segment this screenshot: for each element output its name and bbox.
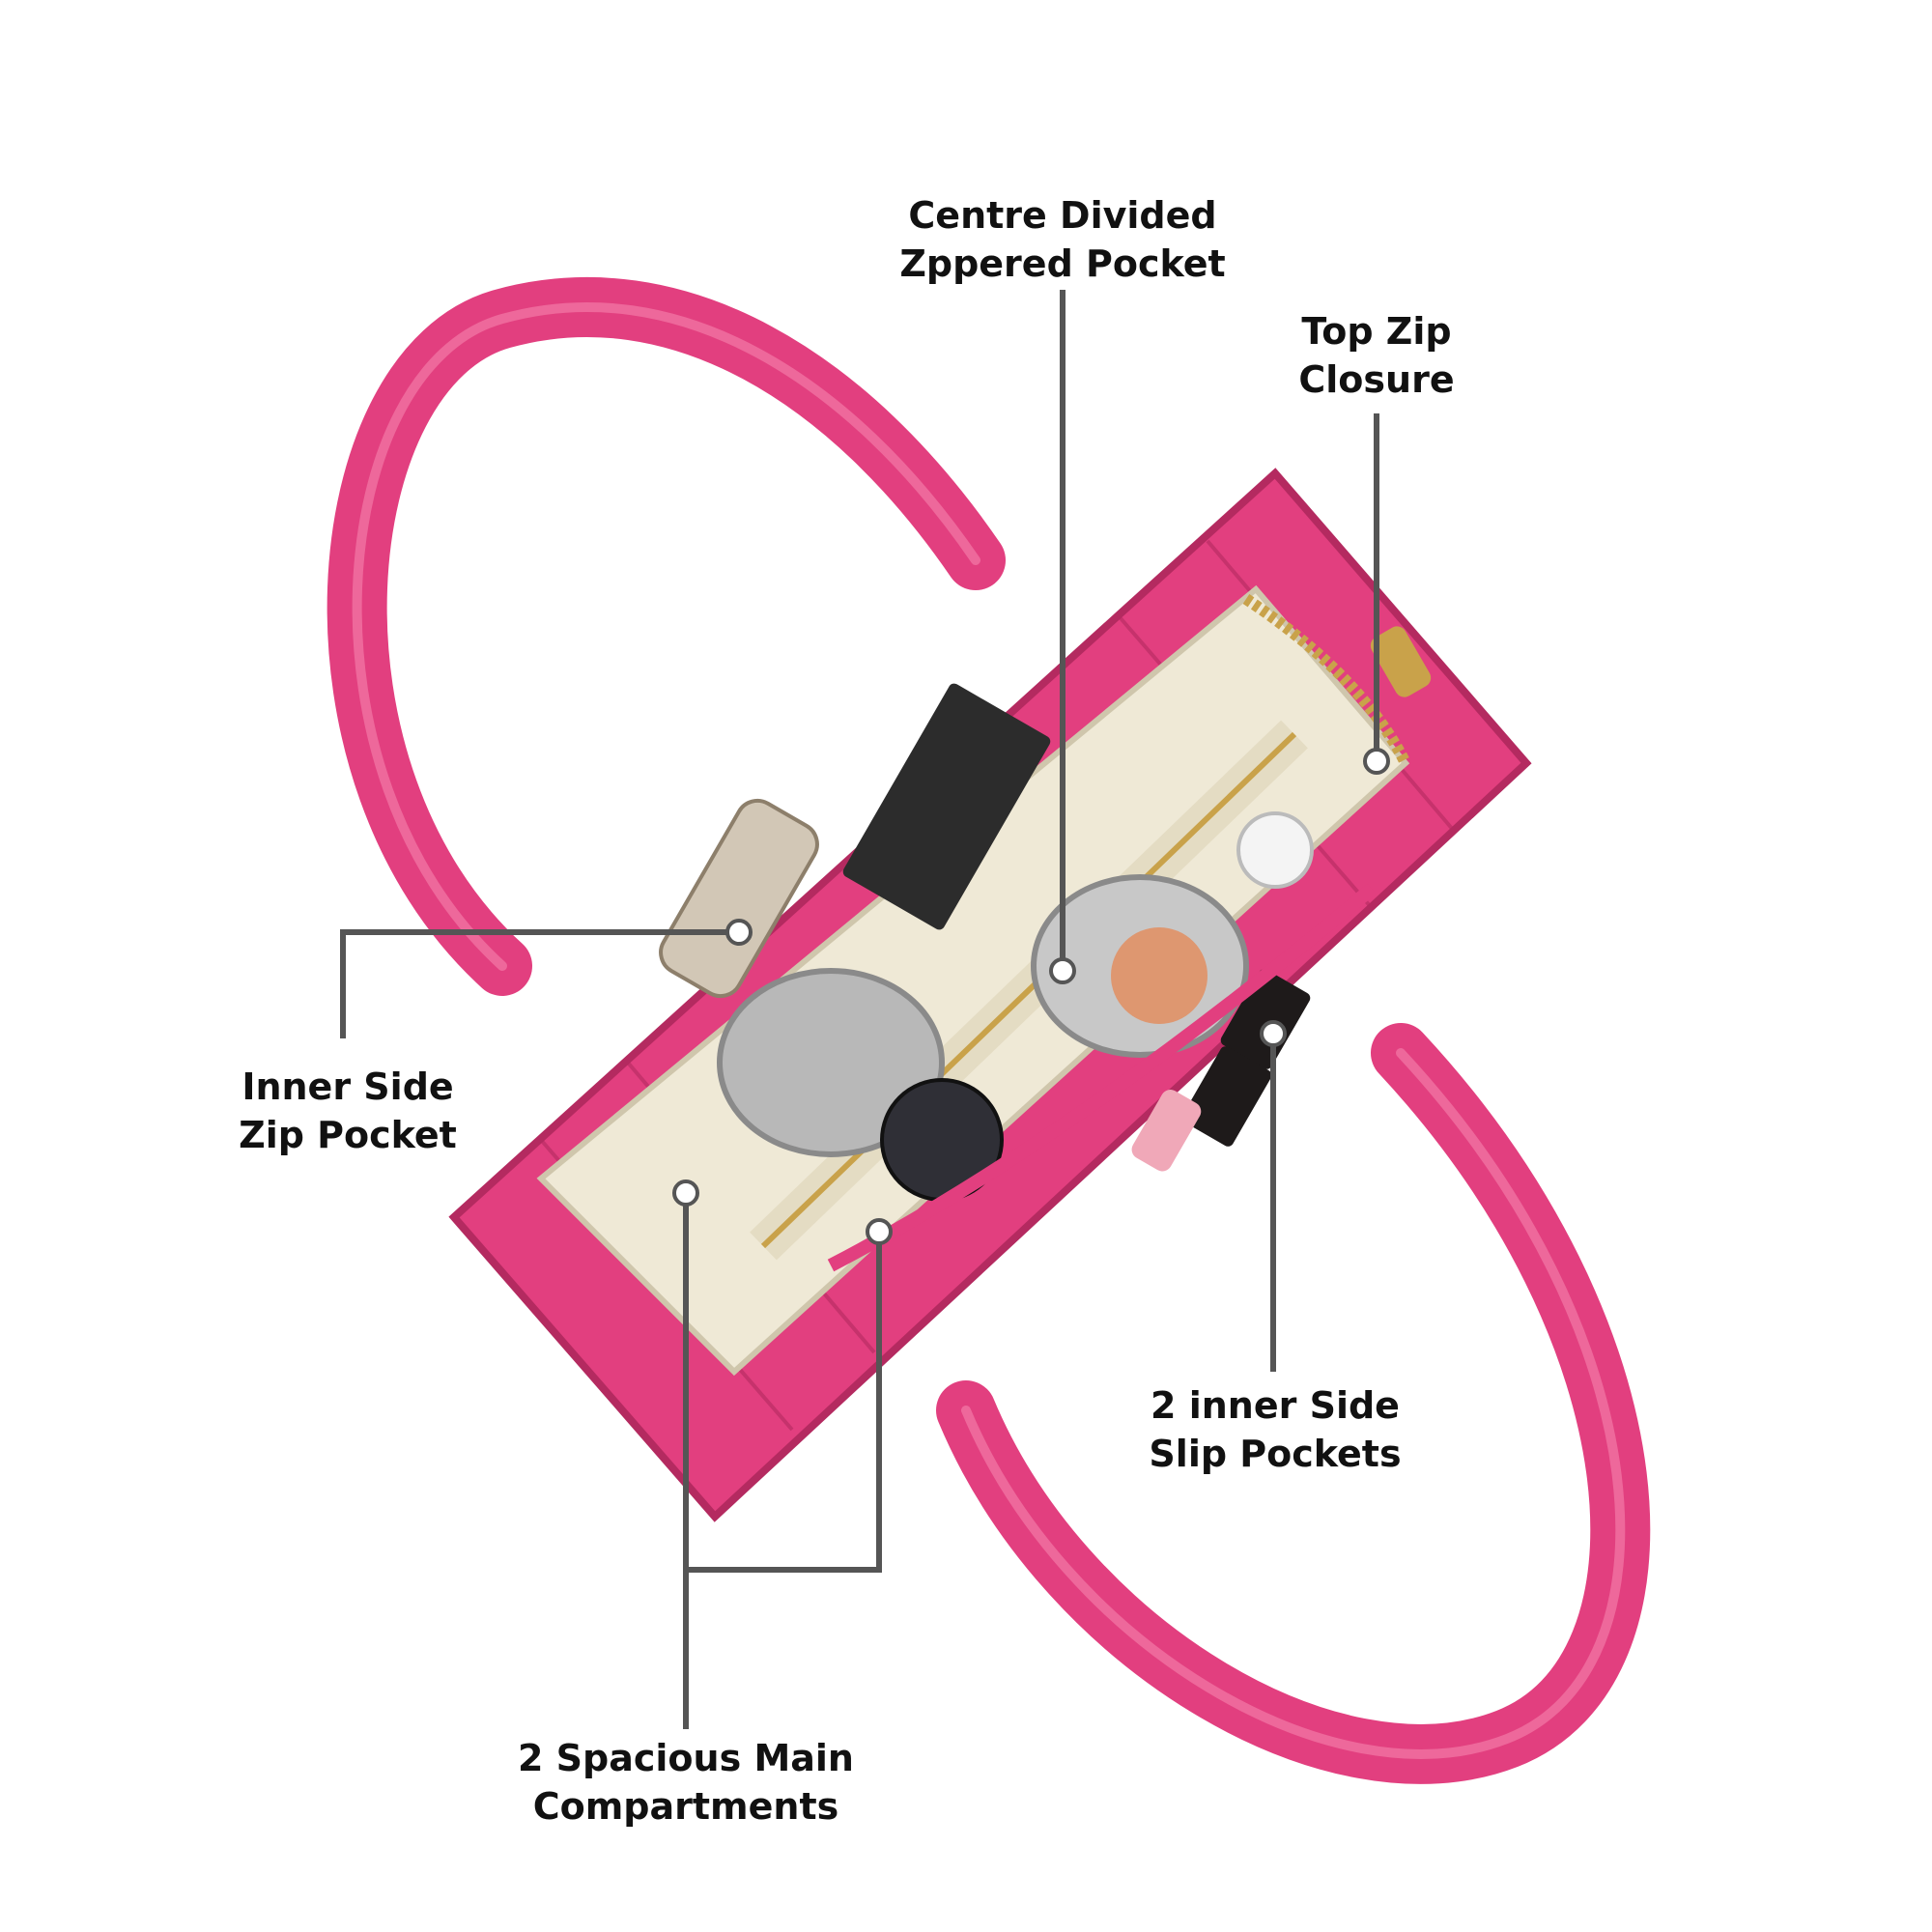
notebook [842,683,1051,930]
centre-divider-zip [760,731,1297,1249]
leader-line-main [683,1198,882,1573]
callout-line: 2 inner Side [1151,1384,1400,1427]
callout-line: Slip Pockets [1149,1433,1402,1475]
lipstick-1 [1220,969,1311,1069]
callout-line: Closure [1298,358,1455,401]
callout-line: Centre Divided [908,194,1217,237]
lipstick-2 [1181,1046,1272,1147]
marker-dots [672,748,1390,1245]
marker-slip-pocket [1260,1020,1287,1047]
nail-polish [1131,1090,1202,1172]
marker-inner-zip [725,919,753,946]
top-handle-highlight [352,301,980,971]
bottom-handle-highlight [961,1048,1626,1759]
callout-top-zip-closure: Top Zip Closure [1261,307,1492,404]
callout-main-compartments: 2 Spacious Main Compartments [483,1734,889,1831]
zip-pull [1370,626,1432,697]
cream-jar-label [1111,927,1208,1024]
marker-main-2 [866,1218,893,1245]
silver-tin [717,968,945,1157]
top-zipper [1242,594,1411,766]
bottle-cap [1236,811,1314,889]
callout-line: Zip Pocket [239,1114,457,1156]
leader-lines [340,290,1379,1729]
callout-centre-divided-pocket: Centre Divided Zppered Pocket [860,191,1265,288]
callout-line: 2 Spacious Main [518,1737,854,1779]
callout-line: Zppered Pocket [899,242,1226,285]
marker-main-1 [672,1179,699,1207]
callout-line: Compartments [532,1785,839,1828]
marker-top-zip [1363,748,1390,775]
slip-pocket [827,883,1377,1272]
callout-line: Top Zip [1301,310,1452,353]
marker-centre-pocket [1049,957,1076,984]
callout-inner-side-slip-pockets: 2 inner Side Slip Pockets [1111,1381,1439,1478]
leader-line-inner-zip [340,929,739,1038]
phone [659,798,819,999]
callout-line: Inner Side [242,1065,454,1108]
callout-inner-side-zip-pocket: Inner Side Zip Pocket [193,1063,502,1159]
